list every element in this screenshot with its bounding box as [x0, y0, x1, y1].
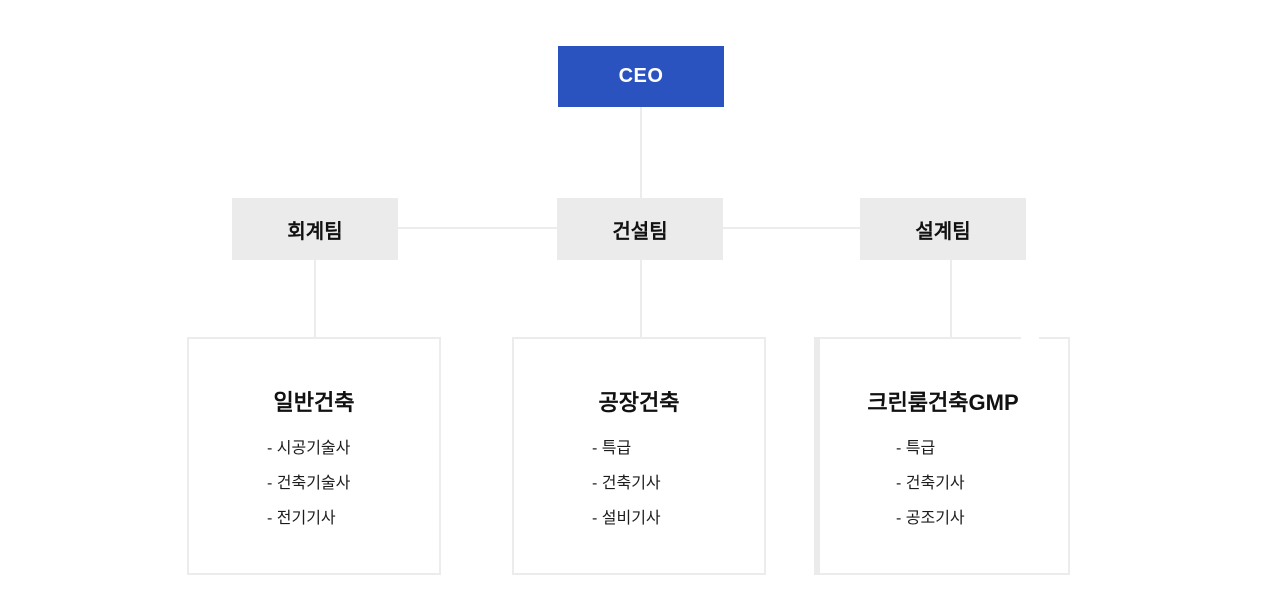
dept-member-list: - 특급 - 건축기사 - 공조기사 [818, 431, 1068, 536]
dept-title: 일반건축 [273, 390, 355, 415]
connector-design-to-dept [950, 260, 952, 337]
dept-member: - 건축기사 [592, 475, 661, 492]
dept-member-list: - 시공기술사 - 건축기술사 - 전기기사 [189, 431, 439, 536]
connector-accounting-to-construction [398, 227, 557, 229]
dept-member: - 설비기사 [592, 510, 661, 527]
dept-title: 크린룸건축GMP [867, 390, 1019, 415]
dept-box-factory-construction: 공장건축 - 특급 - 건축기사 - 설비기사 [512, 337, 766, 575]
team-box-accounting: 회계팀 [232, 198, 398, 260]
dept-member-list: - 특급 - 건축기사 - 설비기사 [514, 431, 764, 536]
dept-member: - 시공기술사 [267, 440, 351, 457]
team-box-construction: 건설팀 [557, 198, 723, 260]
connector-construction-to-dept [640, 260, 642, 338]
dept-box-general-construction: 일반건축 - 시공기술사 - 건축기술사 - 전기기사 [187, 337, 441, 575]
team-box-design: 설계팀 [860, 198, 1026, 260]
dept-title: 공장건축 [598, 390, 680, 415]
dept-box-cleanroom-gmp: 크린룸건축GMP - 특급 - 건축기사 - 공조기사 [816, 337, 1070, 575]
dept3-top-border-notch [1021, 333, 1039, 342]
dept3-left-edge-strip [814, 337, 820, 575]
dept-member: - 특급 [896, 440, 936, 457]
dept-member: - 공조기사 [896, 510, 965, 527]
connector-ceo-to-construction [640, 107, 642, 198]
dept-member: - 특급 [592, 440, 632, 457]
ceo-box: CEO [558, 46, 724, 107]
dept-member: - 건축기사 [896, 475, 965, 492]
connector-accounting-to-dept [314, 260, 316, 338]
dept-member: - 전기기사 [267, 510, 336, 527]
dept-member: - 건축기술사 [267, 475, 351, 492]
connector-construction-to-design [723, 227, 860, 229]
